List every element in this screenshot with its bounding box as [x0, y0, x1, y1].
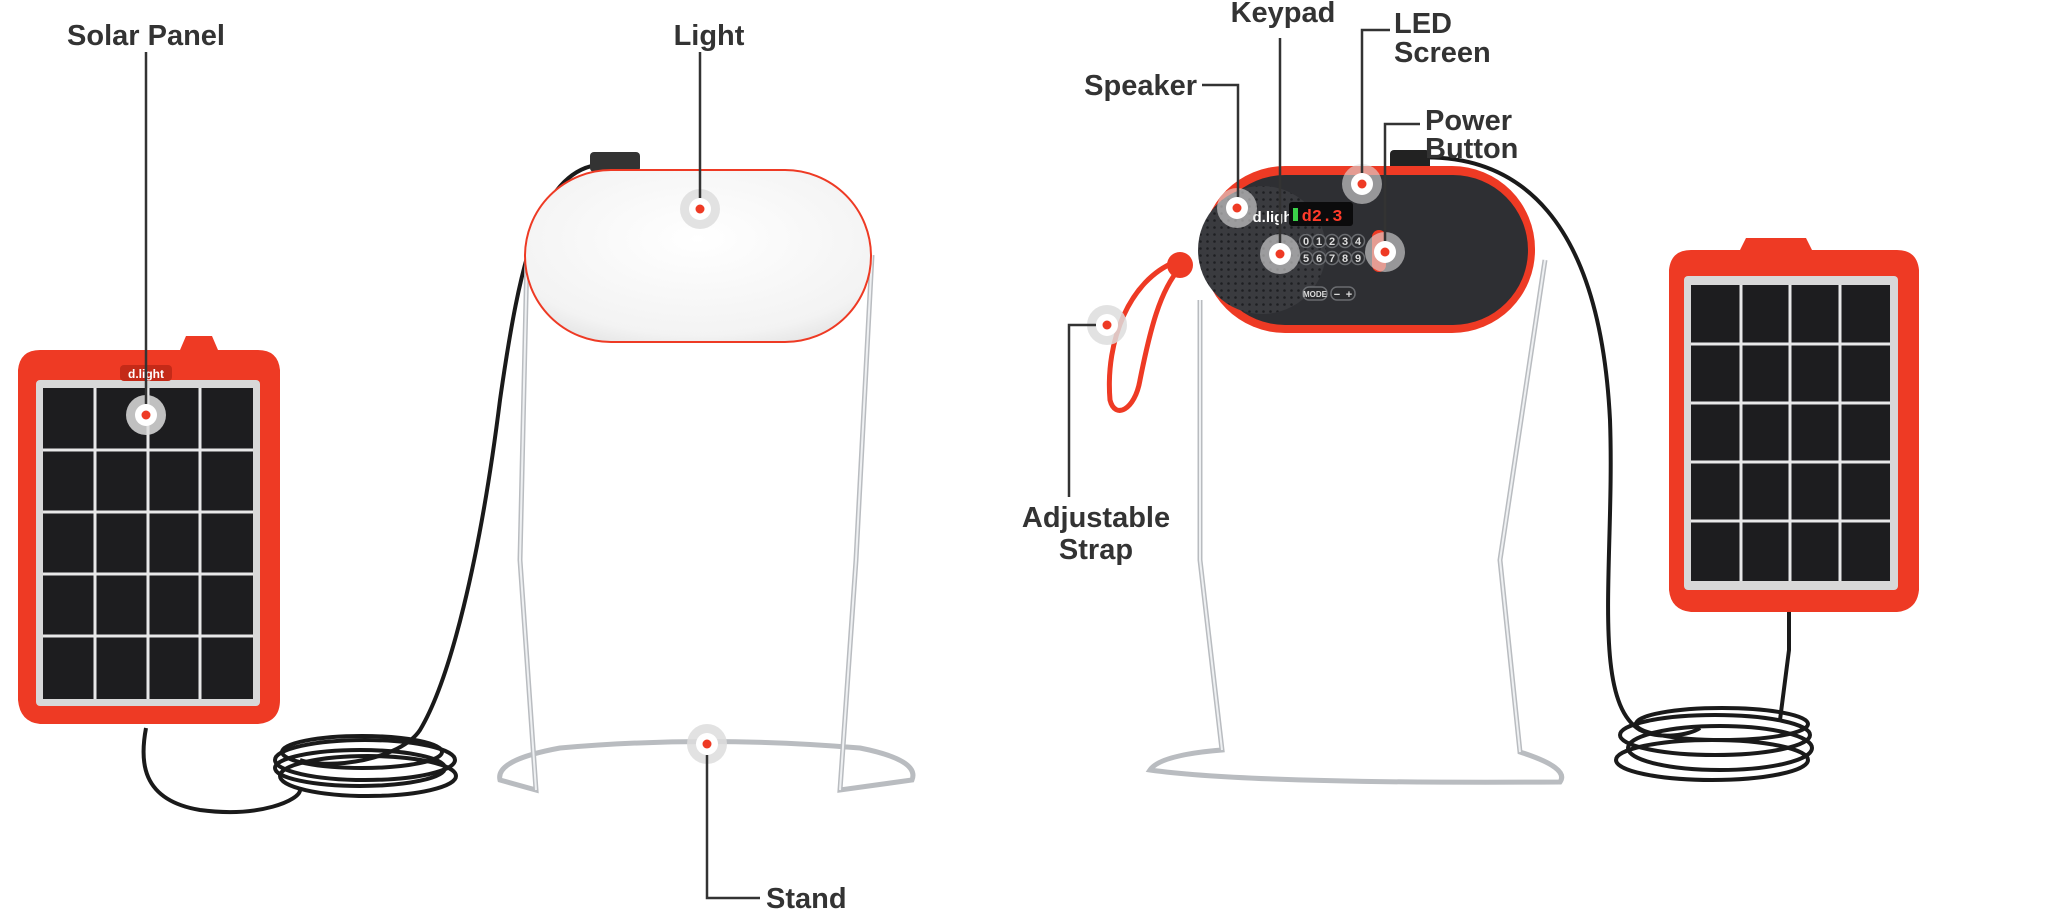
key-8[interactable]: 8 [1342, 253, 1348, 265]
markers [126, 164, 1405, 764]
label-keypad: Keypad [1231, 0, 1336, 29]
stand-right [1145, 259, 1565, 785]
marker-power-button [1365, 232, 1405, 272]
minus-key[interactable]: − [1334, 289, 1340, 301]
marker-light [680, 189, 720, 229]
key-6[interactable]: 6 [1316, 253, 1322, 265]
right-product: d.light d2.3 0 1 2 3 4 5 6 7 8 9 [1106, 150, 1919, 785]
panel-cable [141, 727, 302, 814]
label-speaker: Speaker [1084, 70, 1197, 102]
key-4[interactable]: 4 [1355, 236, 1362, 248]
key-2[interactable]: 2 [1329, 236, 1335, 248]
label-light: Light [674, 20, 745, 52]
mode-key[interactable]: MODE [1303, 290, 1328, 299]
key-9[interactable]: 9 [1355, 253, 1361, 265]
label-stand: Stand [766, 883, 847, 910]
label-power-button-2: Button [1425, 133, 1518, 165]
solar-panel-left: d.light [18, 336, 280, 724]
left-product: d.light [18, 152, 916, 814]
lamp [524, 152, 872, 343]
label-adjustable-strap-1: Adjustable [1022, 502, 1170, 534]
marker-speaker [1217, 188, 1257, 228]
key-7[interactable]: 7 [1329, 253, 1335, 265]
labels: Solar Panel Light Stand Speaker Keypad L… [67, 0, 1518, 910]
leader-lines [144, 28, 1420, 900]
label-adjustable-strap-2: Strap [1059, 534, 1133, 566]
solar-panel-right [1669, 238, 1919, 612]
key-1[interactable]: 1 [1316, 236, 1322, 248]
key-3[interactable]: 3 [1342, 236, 1348, 248]
marker-stand [687, 724, 727, 764]
label-power-button-1: Power [1425, 105, 1512, 137]
plus-key[interactable]: + [1346, 289, 1352, 301]
led-screen [1289, 202, 1353, 226]
marker-led-screen [1342, 164, 1382, 204]
key-0[interactable]: 0 [1303, 236, 1309, 248]
radio-logo: d.light [1253, 209, 1298, 226]
led-readout: d2.3 [1302, 208, 1343, 227]
label-solar-panel: Solar Panel [67, 20, 225, 52]
label-led-screen-2: Screen [1394, 37, 1491, 69]
marker-keypad [1260, 234, 1300, 274]
adjustable-strap [1106, 259, 1182, 413]
keypad: 0 1 2 3 4 5 6 7 8 9 MODE − + [1298, 233, 1366, 301]
key-5[interactable]: 5 [1303, 253, 1309, 265]
cable-coil-left [273, 734, 458, 798]
marker-adjustable-strap [1087, 305, 1127, 345]
label-led-screen-1: LED [1394, 8, 1452, 40]
marker-solar-panel [126, 395, 166, 435]
cable-coil-right [1614, 706, 1814, 782]
